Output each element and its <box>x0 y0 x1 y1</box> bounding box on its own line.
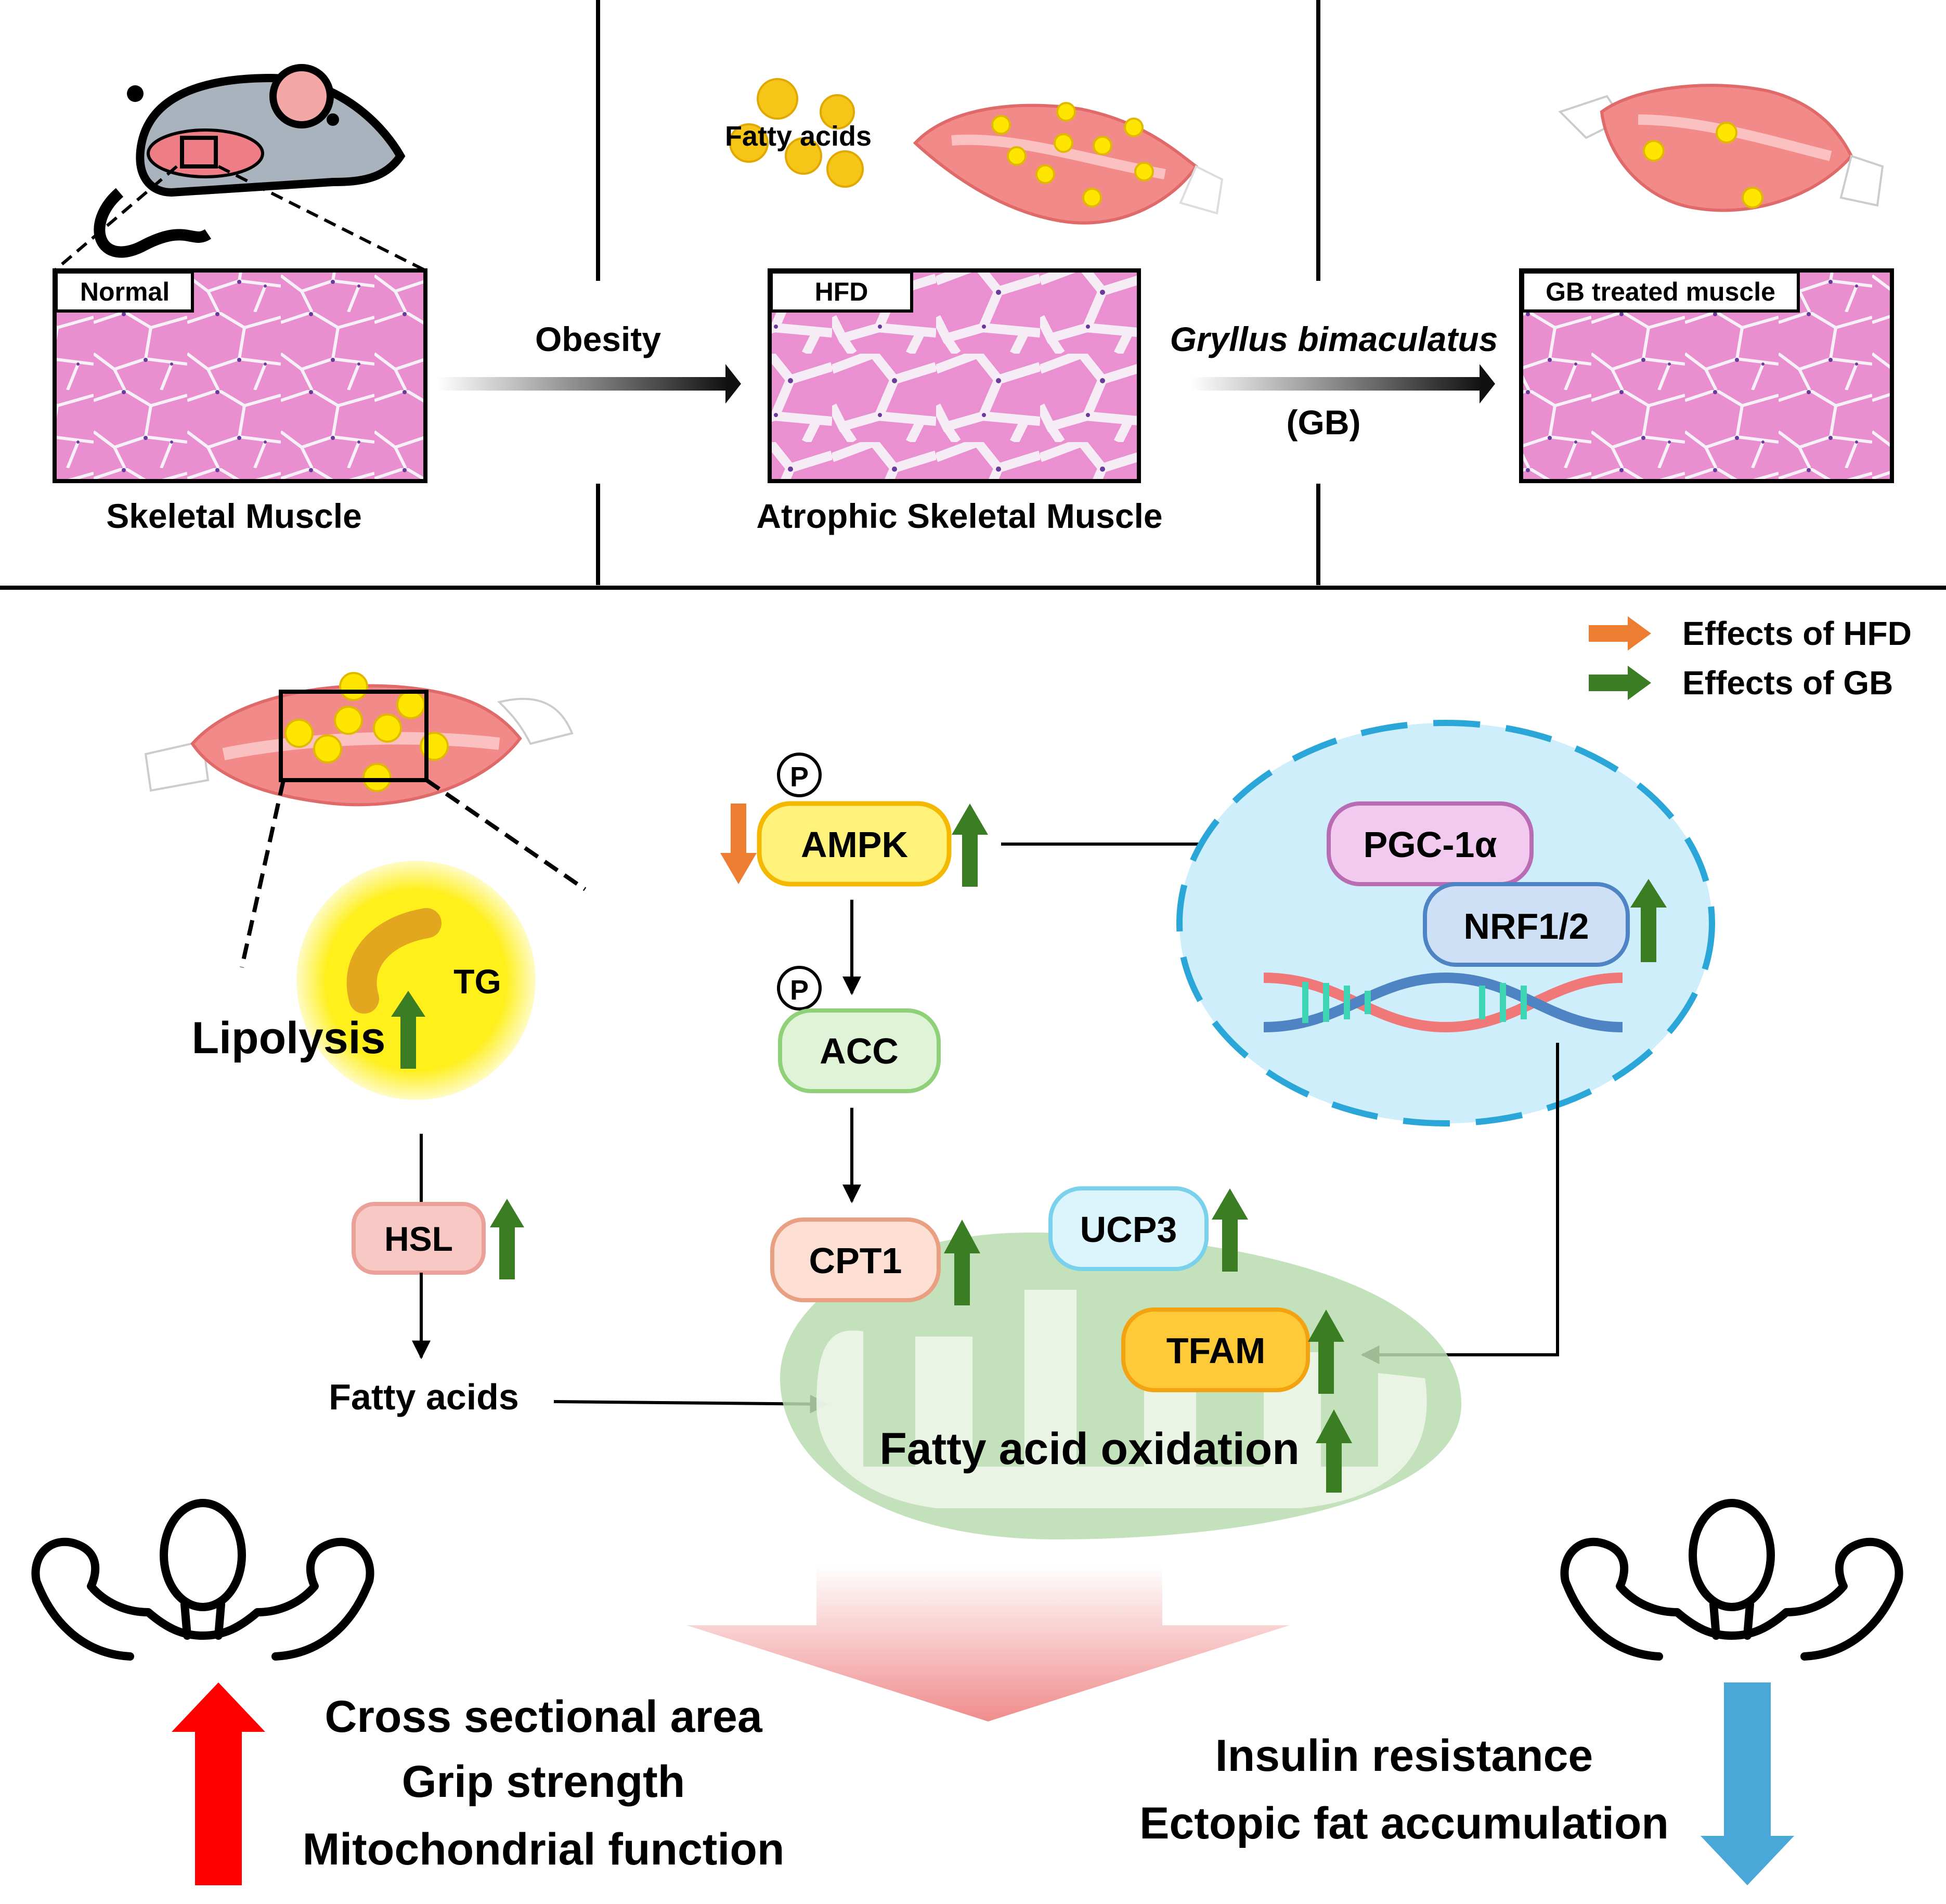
caption-skeletal-muscle: Skeletal Muscle <box>106 497 362 535</box>
label-normal: Normal <box>80 277 170 306</box>
label-gb-treated: GB treated muscle <box>1546 277 1775 306</box>
cpt1-node <box>770 1217 941 1302</box>
ampk-node <box>757 801 952 887</box>
label-gb-species: Gryllus bimaculatus <box>1170 320 1498 358</box>
label-acc: ACC <box>820 1031 899 1071</box>
acc-node <box>778 1008 941 1093</box>
outcome-down-arrow <box>686 1565 1290 1721</box>
legend: Effects of HFD Effects of GB <box>1589 615 1912 702</box>
legend-gb-arrow <box>1589 666 1651 700</box>
label-hsl: HSL <box>384 1220 453 1258</box>
label-ucp3: UCP3 <box>1080 1209 1177 1250</box>
legend-hfd-label: Effects of HFD <box>1682 615 1912 652</box>
tfam-up-arrow <box>1308 1310 1344 1394</box>
label-obesity: Obesity <box>535 320 661 358</box>
legend-hfd-arrow <box>1589 616 1651 651</box>
ampk-up-arrow <box>952 804 988 887</box>
label-pgc: PGC-1α <box>1364 824 1497 865</box>
label-p-ampk: P <box>790 761 809 793</box>
cpt1-up-arrow <box>944 1220 980 1305</box>
label-ampk: AMPK <box>801 824 908 865</box>
triglyceride-icon <box>346 908 442 1014</box>
strong-person-icon-right <box>1560 1499 1903 1661</box>
phospho-icon-acc <box>777 966 822 1011</box>
label-fao: Fatty acid oxidation <box>879 1424 1300 1474</box>
label-cpt1: CPT1 <box>809 1240 902 1281</box>
label-hfd: HFD <box>815 277 868 306</box>
decrease-arrow <box>1701 1682 1794 1885</box>
label-lipolysis: Lipolysis <box>192 1013 386 1063</box>
phospho-icon-ampk <box>777 753 822 797</box>
ampk-down-arrow <box>720 804 757 884</box>
mitochondrion <box>780 1233 1461 1539</box>
fatty-acid-droplets <box>729 78 864 188</box>
muscle-lipid-icon <box>144 672 574 807</box>
outcome-increase-3: Mitochondrial function <box>303 1824 785 1874</box>
ucp3-up-arrow <box>1212 1188 1248 1272</box>
legend-gb-label: Effects of GB <box>1682 664 1893 702</box>
dna-icon <box>1263 972 1623 1033</box>
hsl-node <box>352 1202 486 1275</box>
tfam-node <box>1121 1307 1310 1392</box>
pgc-node <box>1327 801 1534 886</box>
outcome-decrease-1: Insulin resistance <box>1215 1731 1593 1781</box>
nrf-up-arrow <box>1630 879 1667 962</box>
label-gb-abbrev: (GB) <box>1287 403 1361 442</box>
muscle-gb-icon <box>1558 84 1884 212</box>
label-nrf: NRF1/2 <box>1463 906 1589 947</box>
increase-arrow <box>172 1682 265 1885</box>
outcome-decrease-2: Ectopic fat accumulation <box>1139 1798 1669 1848</box>
outcome-increase-1: Cross sectional area <box>325 1692 762 1742</box>
outcome-increase-2: Grip strength <box>402 1757 685 1807</box>
nrf-node <box>1423 882 1630 967</box>
strong-person-icon-left <box>31 1499 374 1661</box>
muscle-hfd-icon <box>913 102 1224 225</box>
lipolysis-up-arrow <box>391 991 425 1069</box>
mouse-icon <box>94 64 406 258</box>
hsl-up-arrow <box>490 1199 524 1279</box>
label-fatty-acids-top: Fatty acids <box>725 121 872 152</box>
caption-atrophic-muscle: Atrophic Skeletal Muscle <box>756 497 1162 535</box>
ucp3-node <box>1048 1186 1209 1271</box>
fao-up-arrow <box>1316 1409 1352 1493</box>
label-tfam: TFAM <box>1166 1330 1266 1371</box>
label-fatty-acids: Fatty acids <box>329 1377 519 1417</box>
label-p-acc: P <box>790 975 809 1006</box>
label-tg: TG <box>453 962 501 1001</box>
tg-droplet <box>296 861 536 1100</box>
